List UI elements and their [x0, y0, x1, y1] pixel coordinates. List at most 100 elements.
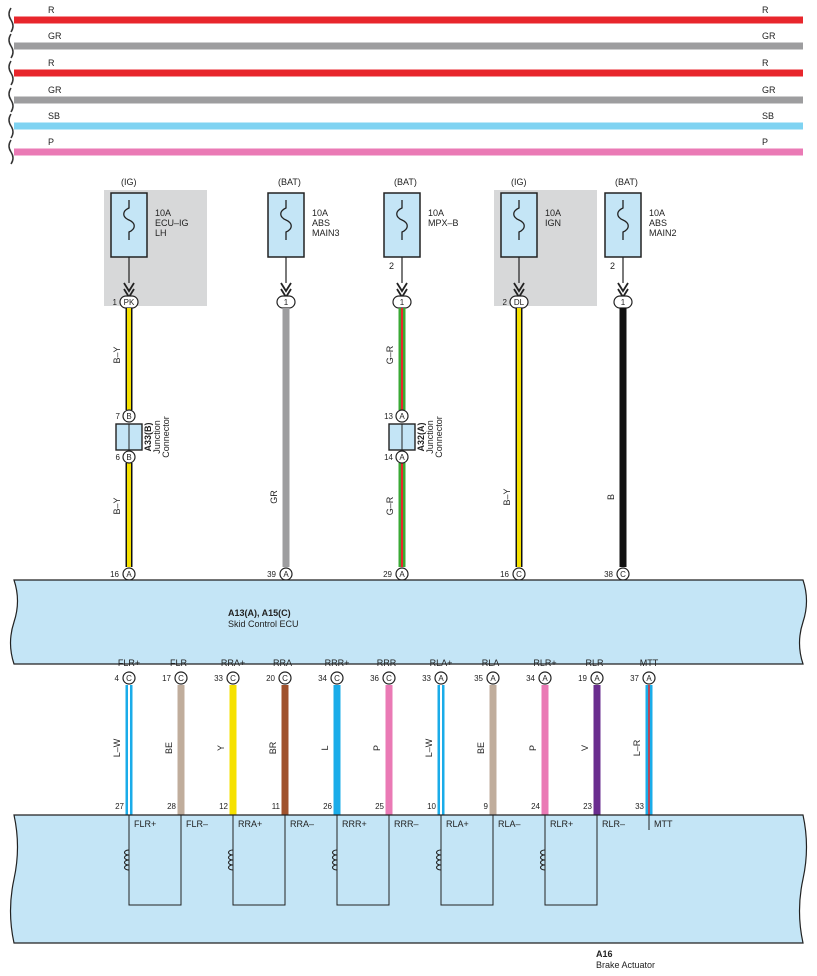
- pin-connector-letter: C: [230, 674, 236, 683]
- bus-label-left: P: [48, 137, 54, 147]
- bus-label-right: GR: [762, 31, 776, 41]
- fuse-output-pin: 2: [610, 261, 615, 271]
- pin-connector-letter: A: [399, 412, 405, 421]
- bus-label-right: P: [762, 137, 768, 147]
- skid-control-ecu[interactable]: [9, 579, 808, 665]
- actuator-signal-label: RRR–: [394, 819, 419, 829]
- connector-label: 1: [400, 298, 405, 307]
- fuse-icon: [617, 200, 629, 240]
- wire-color-label: BR: [268, 741, 278, 754]
- actuator-pin-number: 10: [427, 802, 436, 811]
- bus-break-left: [8, 60, 14, 86]
- bus-label-right: R: [762, 5, 769, 15]
- pin-connector-letter: A: [399, 570, 405, 579]
- pin-circle[interactable]: [590, 671, 604, 685]
- fuse-rating: 10A: [312, 208, 328, 218]
- ecu-signal-label: FLR+: [118, 658, 140, 668]
- ecu-pin-number: 35: [474, 674, 483, 683]
- pin-connector-letter: A: [594, 674, 600, 683]
- ecu-signal-label: RLA+: [430, 658, 453, 668]
- pin-circle[interactable]: [122, 450, 136, 464]
- power-source-label: (BAT): [615, 177, 638, 187]
- ecu-signal-label: RLR+: [533, 658, 556, 668]
- bus-label-left: SB: [48, 111, 60, 121]
- fuse-name: ABS: [312, 218, 330, 228]
- pin-circle[interactable]: [122, 671, 136, 685]
- solenoid-coil-icon: [435, 849, 442, 871]
- bus-label-right: SB: [762, 111, 774, 121]
- pin-circle[interactable]: [226, 671, 240, 685]
- pin-circle[interactable]: [122, 409, 136, 423]
- ecu-name: Skid Control ECU: [228, 619, 299, 629]
- solenoid-coil-icon: [123, 849, 130, 871]
- bus-label-right: GR: [762, 85, 776, 95]
- bus-label-left: GR: [48, 85, 62, 95]
- bus-label-left: R: [48, 5, 55, 15]
- pin-circle[interactable]: [642, 671, 656, 685]
- pin-connector-letter: C: [126, 674, 132, 683]
- pin-circle[interactable]: [278, 671, 292, 685]
- junction-pin-bottom: 14: [384, 453, 393, 462]
- fuse-name: ABS: [649, 218, 667, 228]
- fuse-rating: 10A: [545, 208, 561, 218]
- pin-circle[interactable]: [538, 671, 552, 685]
- ecu-pin-number: 33: [422, 674, 431, 683]
- pin-circle[interactable]: [395, 409, 409, 423]
- wire-color-label: G–R: [385, 496, 395, 515]
- wire-color-label: B–Y: [112, 346, 122, 363]
- junction-pin-bottom: 6: [116, 453, 121, 462]
- wire-color-label: L: [320, 745, 330, 750]
- actuator-signal-label: FLR+: [134, 819, 156, 829]
- wire-color-label: V: [580, 745, 590, 751]
- ecu-pin-number: 34: [318, 674, 327, 683]
- junction-type-line2: Connector: [434, 416, 444, 458]
- power-source-label: (BAT): [394, 177, 417, 187]
- actuator-pin-number: 27: [115, 802, 124, 811]
- pin-connector-letter: A: [399, 453, 405, 462]
- pin-circle[interactable]: [395, 450, 409, 464]
- connector-arrow-icon: [396, 282, 408, 299]
- ecu-pin-number: 4: [115, 674, 120, 683]
- fuse-icon: [123, 200, 135, 240]
- fuse-name-line2: MAIN3: [312, 228, 340, 238]
- solenoid-coil-icon: [539, 849, 546, 871]
- pin-connector-letter: B: [126, 453, 131, 462]
- pin-circle[interactable]: [330, 671, 344, 685]
- pin-circle[interactable]: [174, 671, 188, 685]
- ecu-pin-number: 16: [110, 570, 119, 579]
- wire-color-label: P: [528, 745, 538, 751]
- ecu-pin-number: 20: [266, 674, 275, 683]
- connector-label: 1: [284, 298, 289, 307]
- bus-break-left: [8, 139, 14, 165]
- actuator-pin-number: 23: [583, 802, 592, 811]
- fuse-name: ECU–IG: [155, 218, 189, 228]
- fuse-name: MPX–B: [428, 218, 459, 228]
- actuator-pin-number: 9: [484, 802, 489, 811]
- actuator-pin-number: 33: [635, 802, 644, 811]
- pin-circle[interactable]: [486, 671, 500, 685]
- bus-label-right: R: [762, 58, 769, 68]
- power-source-label: (BAT): [278, 177, 301, 187]
- ecu-signal-label: RRR–: [377, 658, 402, 668]
- ecu-signal-label: RRA–: [273, 658, 297, 668]
- connector-arrow-icon: [280, 282, 292, 299]
- pin-circle[interactable]: [382, 671, 396, 685]
- brake-actuator[interactable]: [9, 814, 808, 944]
- wire-color-label: GR: [269, 490, 279, 504]
- junction-pin-top: 7: [116, 412, 121, 421]
- actuator-pin-number: 26: [323, 802, 332, 811]
- solenoid-coil-icon: [331, 849, 338, 871]
- pin-circle[interactable]: [434, 671, 448, 685]
- connector-arrow-icon: [617, 282, 629, 299]
- wire-color-label: B–Y: [502, 488, 512, 505]
- actuator-signal-label: RLR+: [550, 819, 573, 829]
- junction-type-line2: Connector: [161, 416, 171, 458]
- bus-break-left: [8, 87, 14, 113]
- actuator-id: A16: [596, 949, 613, 959]
- actuator-pin-number: 25: [375, 802, 384, 811]
- actuator-signal-label: FLR–: [186, 819, 208, 829]
- pin-connector-letter: C: [282, 674, 288, 683]
- fuse-rating: 10A: [649, 208, 665, 218]
- bus-label-left: GR: [48, 31, 62, 41]
